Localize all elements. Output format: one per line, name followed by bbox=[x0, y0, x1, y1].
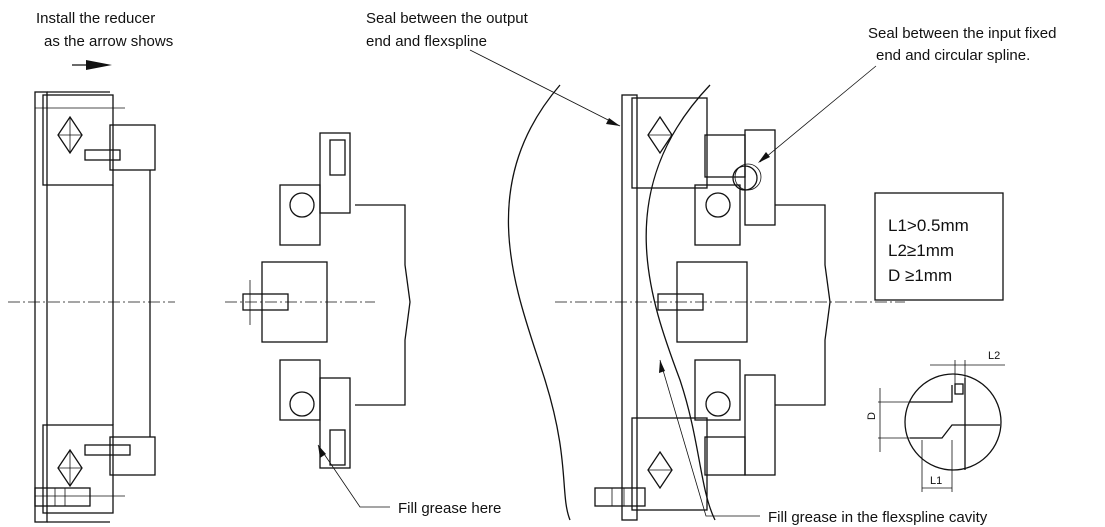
seal-input-label-line2: end and circular spline. bbox=[876, 47, 1030, 64]
seal-detail-view: D L1 L2 bbox=[866, 350, 1005, 492]
fill-grease-cavity-leader bbox=[659, 359, 760, 517]
install-instruction-line2: as the arrow shows bbox=[44, 33, 173, 50]
seal-output-label-line1: Seal between the output bbox=[366, 10, 529, 27]
install-arrow bbox=[72, 60, 112, 70]
dimension-d-label: D bbox=[866, 412, 878, 420]
seal-input-leader bbox=[758, 65, 877, 163]
seal-output-label-line2: end and flexspline bbox=[366, 33, 487, 50]
spec-d: D ≥1mm bbox=[888, 266, 952, 285]
spec-box: L1>0.5mm L2≥1mm D ≥1mm bbox=[874, 192, 1004, 301]
seal-input-label-line1: Seal between the input fixed bbox=[868, 25, 1056, 42]
reducer-drawing bbox=[8, 91, 175, 523]
fill-grease-here-label: Fill grease here bbox=[398, 500, 501, 517]
spec-l1: L1>0.5mm bbox=[888, 216, 969, 235]
fill-grease-here-leader bbox=[317, 444, 390, 508]
spec-l2: L2≥1mm bbox=[888, 241, 954, 260]
fill-grease-cavity-label: Fill grease in the flexspline cavity bbox=[768, 509, 988, 526]
wave-generator-drawing bbox=[225, 132, 411, 469]
dimension-l1-label: L1 bbox=[930, 475, 942, 487]
seal-output-leader bbox=[469, 49, 621, 127]
install-instruction-line1: Install the reducer bbox=[36, 10, 155, 27]
detail-callout-circle bbox=[734, 163, 762, 191]
dimension-l2-label: L2 bbox=[988, 350, 1000, 362]
assembled-drawing bbox=[507, 84, 905, 521]
